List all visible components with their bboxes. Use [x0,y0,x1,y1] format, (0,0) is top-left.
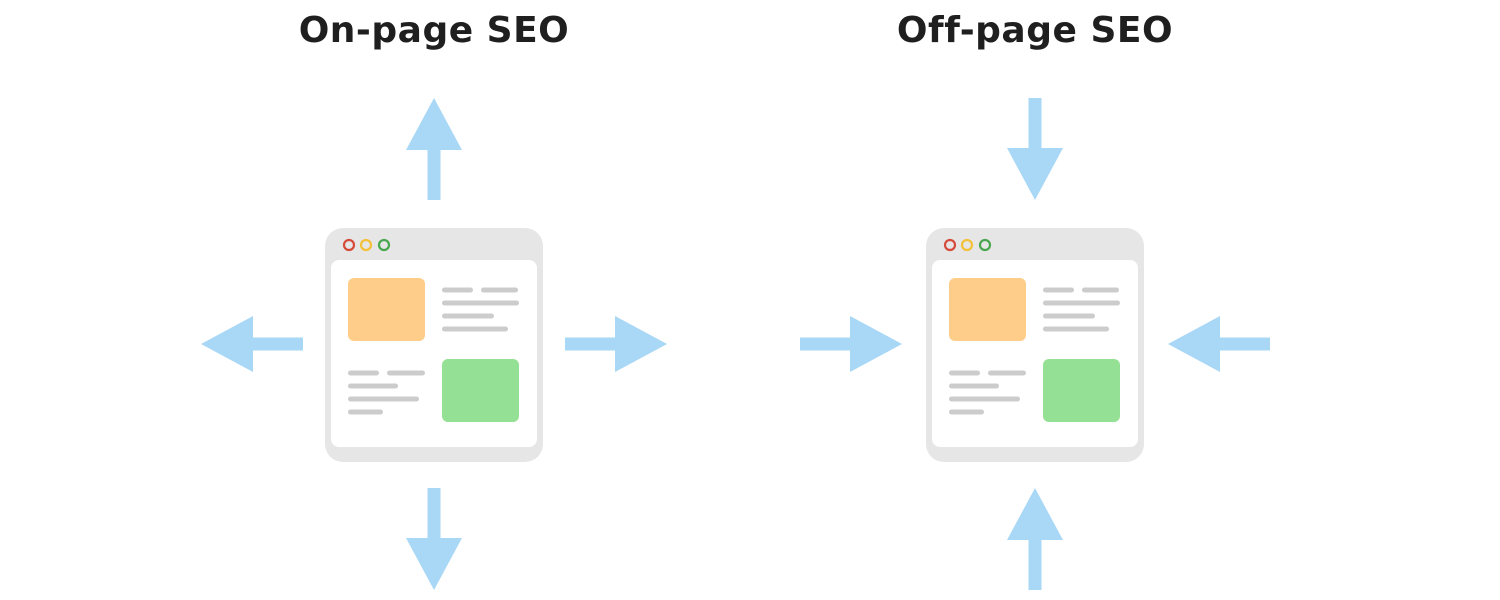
text-line [949,396,1020,402]
green-dot-icon [978,238,992,252]
text-line [949,409,984,415]
arrow-up-icon [406,98,462,200]
text-line [442,300,519,306]
browser-window-icon [325,228,543,462]
red-dot-icon [342,238,356,252]
text-line [988,370,1026,376]
text-line [442,313,494,319]
yellow-dot-icon [960,238,974,252]
text-line [442,326,508,332]
text-line [348,370,379,376]
text-line [1043,313,1095,319]
arrow-up-icon [1007,488,1063,590]
text-line [1043,287,1074,293]
green-dot-icon [377,238,391,252]
browser-window-icon [926,228,1144,462]
arrow-down-icon [406,488,462,590]
text-line [442,287,473,293]
text-line [1043,326,1109,332]
text-line [348,409,383,415]
text-line [1082,287,1119,293]
text-line [481,287,518,293]
green-image-block [1043,359,1120,422]
off-page-seo-title: Off-page SEO [896,10,1174,51]
text-line [1043,300,1120,306]
on-page-seo-panel [201,98,667,590]
text-line [348,396,419,402]
off-page-seo-panel [800,98,1270,590]
text-line [949,370,980,376]
arrow-down-icon [1007,98,1063,200]
orange-image-block [348,278,425,341]
arrow-left-icon [1168,316,1270,372]
green-image-block [442,359,519,422]
text-line [348,383,398,389]
text-line [387,370,425,376]
orange-image-block [949,278,1026,341]
on-page-seo-title: On-page SEO [298,10,570,51]
arrow-right-icon [800,316,902,372]
arrow-left-icon [201,316,303,372]
text-line [949,383,999,389]
red-dot-icon [943,238,957,252]
arrow-right-icon [565,316,667,372]
yellow-dot-icon [359,238,373,252]
